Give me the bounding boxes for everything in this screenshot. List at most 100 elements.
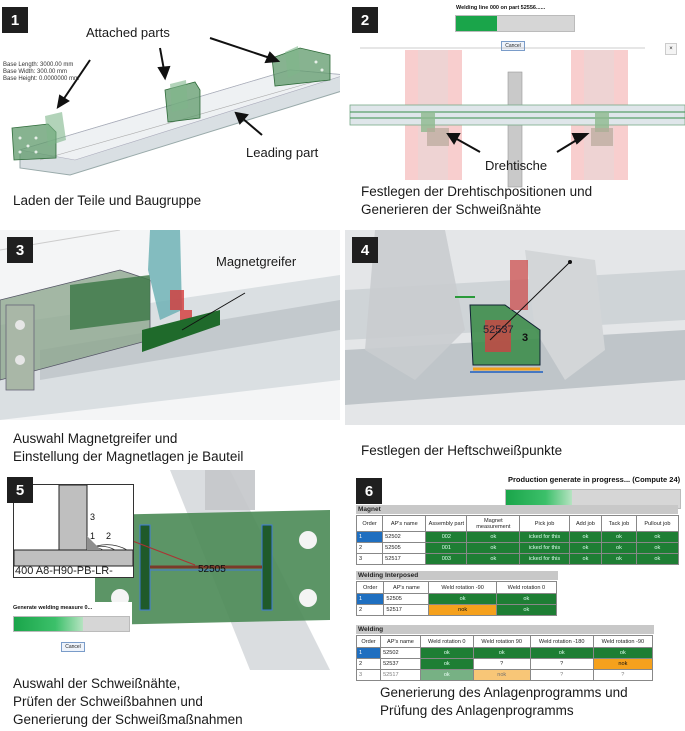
- status-cell: ok: [601, 553, 637, 565]
- column-header: Order: [355, 581, 385, 594]
- model-info: Base Length: 3000.00 mm Base Width: 300.…: [3, 62, 79, 83]
- magnet-gripper-label: Magnetgreifer: [216, 254, 297, 269]
- column-header: Weld rotation 90: [472, 635, 531, 648]
- table-row[interactable]: 2 52517 nok ok: [355, 604, 558, 616]
- status-cell: 003: [425, 553, 468, 565]
- table-row[interactable]: 1 52502 ok ok ok ok: [355, 647, 654, 659]
- part-suffix-label: 3: [522, 332, 529, 344]
- name-cell: 52502: [380, 647, 421, 659]
- table-row[interactable]: 2 52505 001 ok icked for this ok ok ok: [355, 542, 680, 554]
- table-row[interactable]: 1 52505 ok ok: [355, 593, 558, 605]
- caption-line: Auswahl der Schweißnähte,: [13, 676, 181, 691]
- status-cell: ok: [635, 542, 680, 554]
- column-header: Pullout job: [635, 515, 680, 532]
- status-cell: ok: [466, 553, 521, 565]
- status-cell: ok: [428, 593, 497, 605]
- assembly-render-1: [11, 37, 340, 176]
- caption-line: Auswahl Magnetgreifer und: [13, 431, 178, 446]
- table-row[interactable]: 3 52517 003 ok icked for this ok ok ok: [355, 553, 680, 565]
- part-number-label: 52505: [198, 564, 226, 575]
- window-close-button[interactable]: ×: [665, 43, 677, 55]
- column-header: Add job: [568, 515, 603, 532]
- step-6-caption: Generierung des Anlagenprogramms und Prü…: [380, 684, 628, 720]
- caption-line: Festlegen der Drehtischpositionen und: [361, 184, 593, 199]
- progress-fill: [456, 16, 498, 31]
- table-row[interactable]: 2 52537 ok ? ? nok: [355, 658, 654, 670]
- order-cell: 2: [355, 604, 385, 616]
- order-cell: 1: [355, 647, 382, 659]
- name-cell: 52505: [383, 593, 430, 605]
- profile-code: 400 A8-H90-PB-LR-: [15, 565, 113, 577]
- weld-layer-3: 3: [90, 512, 96, 522]
- status-cell: ok: [419, 658, 474, 670]
- step-number-1: 1: [2, 7, 28, 33]
- cancel-button[interactable]: Cancel: [501, 41, 525, 51]
- step-6-panel: 6 Production generate in progress... (Co…: [345, 470, 685, 731]
- cancel-button[interactable]: Cancel: [61, 642, 85, 652]
- name-cell: 52505: [382, 542, 427, 554]
- progress-title: Welding line 000 on part 52556......: [456, 5, 546, 11]
- column-header: Weld rotation 0: [495, 581, 558, 594]
- turntables-label: Drehtische: [485, 158, 548, 173]
- step-3-caption: Auswahl Magnetgreifer und Einstellung de…: [13, 430, 243, 466]
- step-number-2: 2: [352, 7, 378, 33]
- weld-measure-dialog: Generate welding measure 0... Cancel: [12, 602, 132, 658]
- turntable-render: [349, 47, 685, 188]
- info-line: Base Height: 0.0000000 mm: [3, 76, 80, 82]
- attached-parts-label: Attached parts: [86, 25, 170, 40]
- step-3-panel: 3 Magnetgreifer Auswahl Magnetgreifer un…: [0, 230, 340, 470]
- status-cell: nok: [592, 658, 654, 670]
- caption-line: Laden der Teile und Baugruppe: [13, 193, 202, 208]
- table-row[interactable]: 1 52502 002 ok icked for this ok ok ok: [355, 531, 680, 543]
- column-header: AP's name: [382, 515, 427, 532]
- progress-title: Production generate in progress... (Comp…: [508, 475, 681, 484]
- step-number-5: 5: [7, 477, 33, 503]
- leading-part-label: Leading part: [246, 145, 319, 160]
- status-cell: ok: [568, 542, 603, 554]
- magnet-gripper-render: [0, 230, 340, 420]
- step-5-caption: Auswahl der Schweißnähte, Prüfen der Sch…: [13, 675, 243, 729]
- caption-line: Generieren der Schweißnähte: [361, 202, 542, 217]
- table-row[interactable]: 3 52517 ok nok ? ?: [355, 669, 654, 681]
- status-cell: ?: [592, 669, 654, 681]
- status-cell: ok: [601, 542, 637, 554]
- status-cell: ok: [419, 669, 474, 681]
- weld-layer-2: 2: [106, 531, 112, 541]
- status-cell: ok: [495, 593, 558, 605]
- table-header-row: Order AP's name Weld rotation 0 Weld rot…: [355, 635, 654, 648]
- step-1-caption: Laden der Teile und Baugruppe: [13, 192, 201, 210]
- step-4-caption: Festlegen der Heftschweißpunkte: [361, 442, 562, 460]
- step-number-3: 3: [7, 237, 33, 263]
- step-5-panel: 3 1 2 400 A8-H90-PB-LR- 5 52505 Generate…: [0, 470, 340, 731]
- status-cell: 002: [425, 531, 468, 543]
- table-header-row: Order AP's name Weld rotation -90 Weld r…: [355, 581, 558, 594]
- column-header: Weld rotation -90: [428, 581, 497, 594]
- status-cell: icked for this: [519, 542, 570, 554]
- table-header-row: Order AP's name Assembly part Magnet mea…: [355, 515, 680, 532]
- welding-section-title: Welding: [356, 625, 654, 634]
- name-cell: 52517: [382, 553, 427, 565]
- order-cell: 3: [355, 553, 384, 565]
- weld-profile-inset: 3 1 2 400 A8-H90-PB-LR-: [13, 484, 134, 578]
- status-cell: ok: [495, 604, 558, 616]
- status-cell: ?: [472, 658, 531, 670]
- info-line: Base Width: 300.00 mm: [3, 69, 68, 75]
- status-cell: 001: [425, 542, 468, 554]
- progress-bar: [455, 15, 575, 32]
- step-number-4: 4: [352, 237, 378, 263]
- order-cell: 2: [355, 658, 382, 670]
- weld-layer-1: 1: [90, 531, 96, 541]
- status-cell: ok: [419, 647, 474, 659]
- progress-fill: [506, 490, 573, 508]
- column-header: Weld rotation -90: [592, 635, 654, 648]
- order-cell: 1: [355, 531, 384, 543]
- magnet-table: Order AP's name Assembly part Magnet mea…: [355, 515, 680, 565]
- interposed-section-title: Welding Interposed: [356, 571, 558, 580]
- tack-weld-render: [345, 230, 685, 425]
- column-header: AP's name: [383, 581, 430, 594]
- caption-line: Festlegen der Heftschweißpunkte: [361, 443, 563, 458]
- status-cell: ok: [568, 553, 603, 565]
- status-cell: ok: [568, 531, 603, 543]
- info-line: Base Length: 3000.00 mm: [3, 62, 74, 68]
- status-cell: ok: [466, 542, 521, 554]
